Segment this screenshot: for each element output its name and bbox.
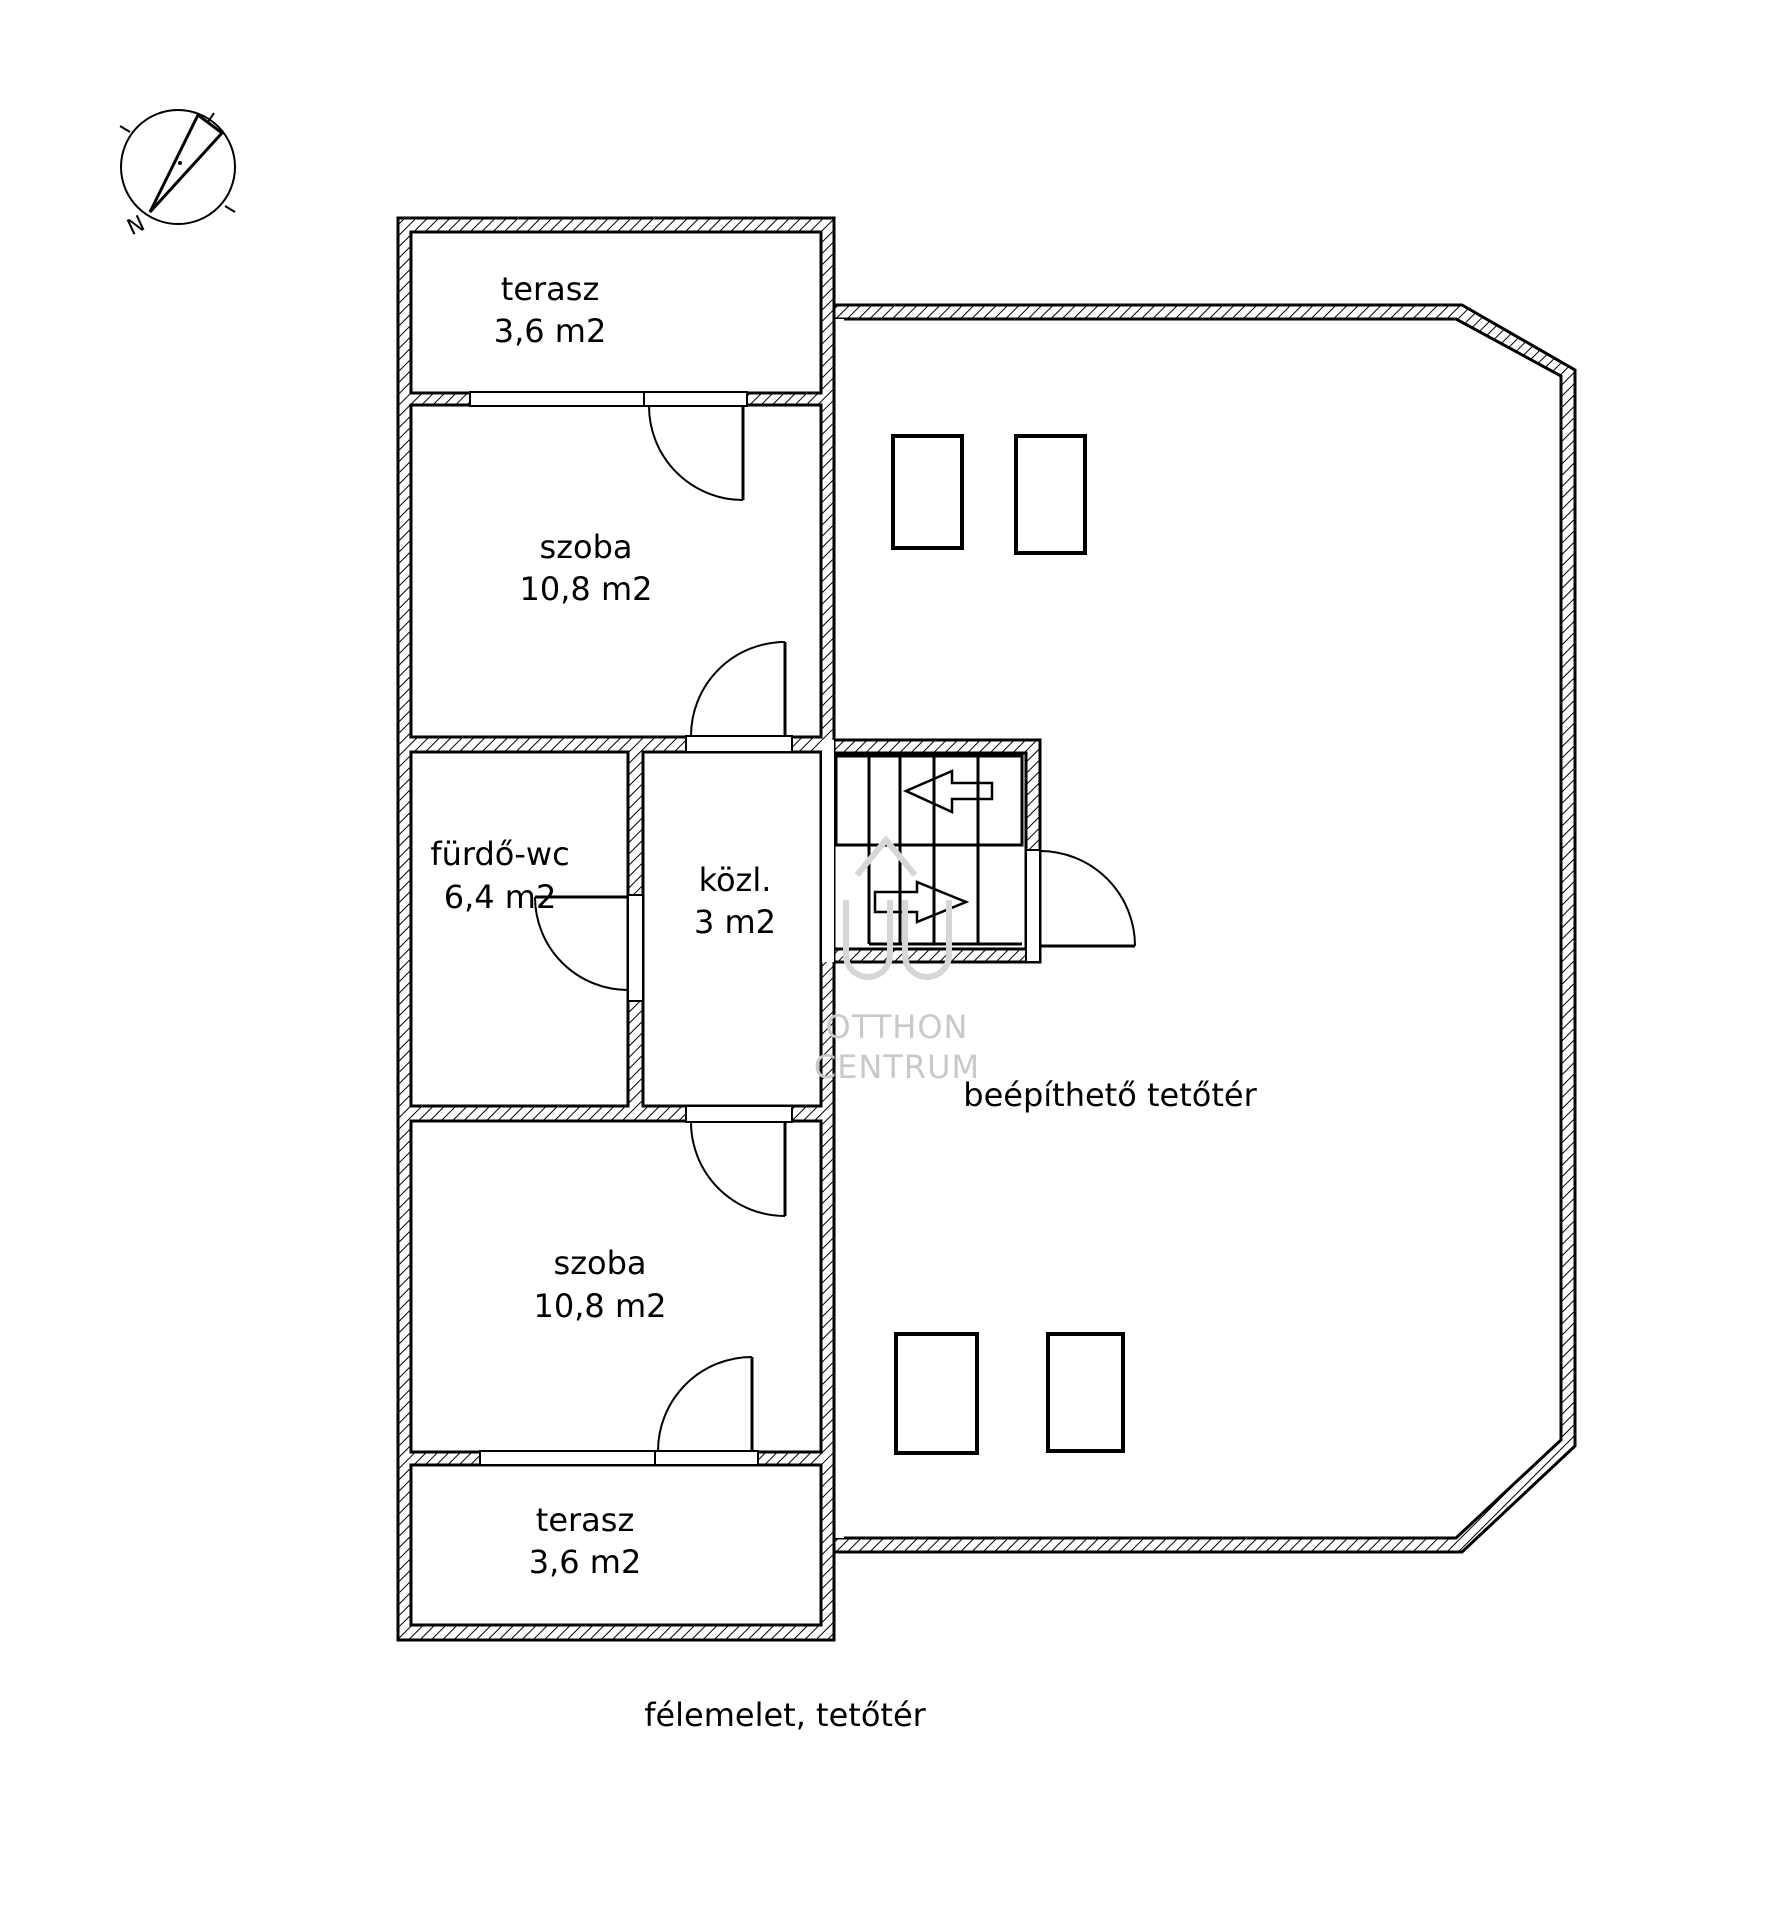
watermark-line2: CENTRUM [814, 1048, 980, 1086]
room-area-furdo: 6,4 m2 [444, 878, 557, 916]
room-area-szoba-bottom: 10,8 m2 [534, 1287, 667, 1325]
skylight [894, 1332, 979, 1455]
room-name-attic: beépíthető tetőtér [963, 1076, 1257, 1114]
door-szoba-bottom [690, 1121, 787, 1217]
door-opening-szoba-top [685, 735, 793, 753]
stair-arrow-left-icon [902, 769, 994, 814]
szoba-top-room [409, 403, 823, 739]
staircase [834, 754, 1024, 946]
window-terasz-top [469, 391, 645, 407]
watermark-line1: OTTHON [826, 1008, 969, 1046]
room-name-kozl: közl. [699, 861, 772, 899]
room-name-terasz-top: terasz [501, 270, 599, 308]
stair-arrow-right-icon [873, 880, 970, 924]
north-arrow-icon: N [119, 109, 236, 241]
skylight [891, 434, 964, 550]
room-name-terasz-bottom: terasz [536, 1501, 634, 1539]
door-opening-stair [1025, 849, 1041, 963]
room-area-szoba-top: 10,8 m2 [520, 570, 653, 608]
door-opening-furdo [627, 894, 644, 1002]
door-opening-terasz-bottom [654, 1450, 759, 1466]
room-name-szoba-top: szoba [540, 528, 633, 566]
door-furdo [534, 895, 629, 991]
door-opening-terasz-top [643, 391, 748, 407]
room-area-terasz-top: 3,6 m2 [494, 312, 607, 350]
room-name-szoba-bottom: szoba [554, 1244, 647, 1282]
door-stair [1039, 850, 1136, 948]
north-label: N [124, 211, 149, 241]
door-szoba-top [690, 641, 787, 737]
plan-caption: félemelet, tetőtér [644, 1696, 926, 1734]
window-terasz-bottom [479, 1450, 656, 1466]
skylight [1046, 1332, 1125, 1453]
door-terasz-top [648, 405, 745, 501]
door-opening-kozl-bottom [685, 1105, 793, 1123]
room-name-furdo: fürdő-wc [430, 835, 569, 873]
terasz-bottom-room [409, 1463, 823, 1627]
room-area-terasz-bottom: 3,6 m2 [529, 1543, 642, 1581]
right-wall-opening [822, 740, 834, 962]
skylight [1014, 434, 1087, 555]
terasz-top-room [409, 230, 823, 395]
otthon-centrum-watermark: OTTHON CENTRUM [814, 835, 980, 1086]
stair-room [832, 751, 1028, 951]
furdo-room [409, 750, 630, 1108]
door-terasz-bottom [657, 1356, 754, 1452]
room-area-kozl: 3 m2 [694, 903, 776, 941]
